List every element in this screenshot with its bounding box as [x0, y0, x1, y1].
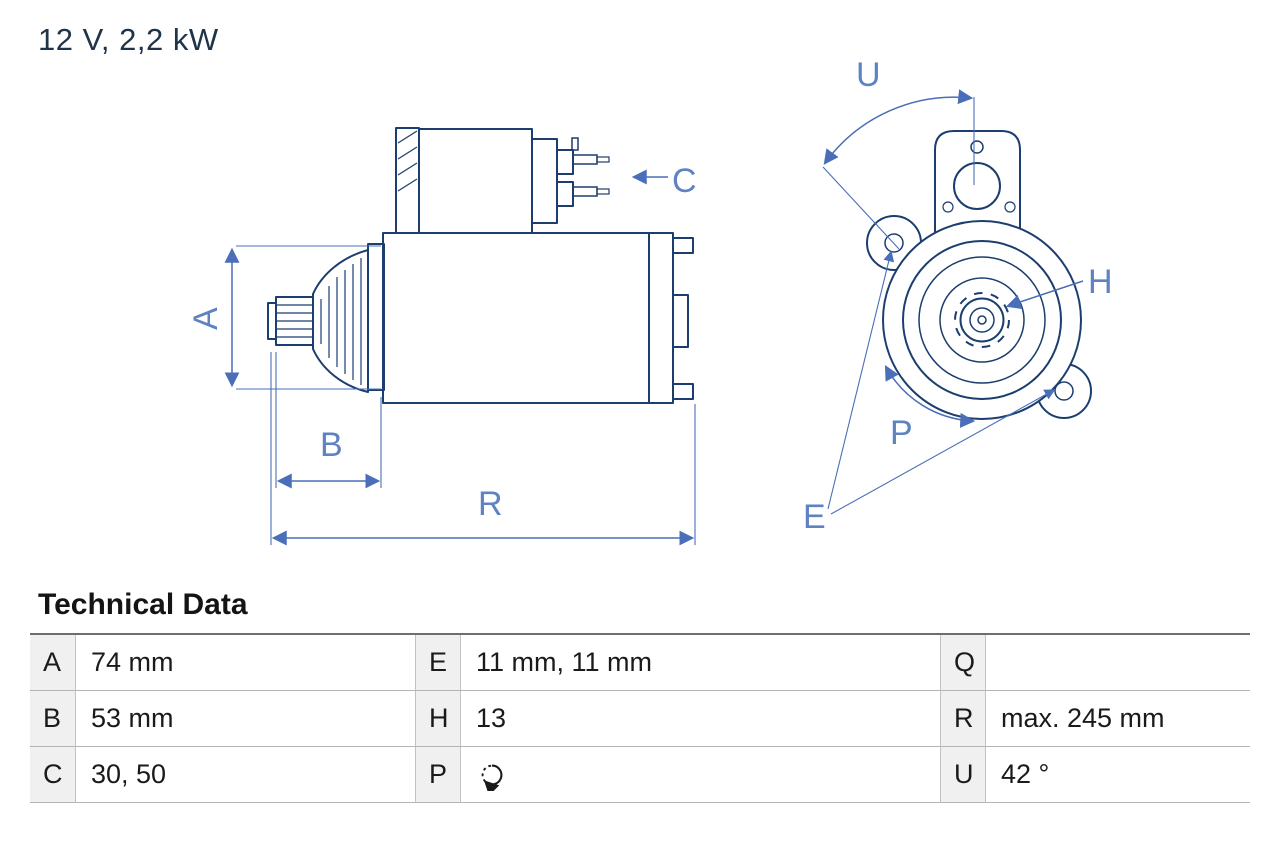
- motor-body: [382, 232, 694, 404]
- starter-motor-side-view: A B R C: [187, 127, 697, 546]
- tech-key-r: R: [940, 691, 985, 747]
- dimension-label-p: P: [890, 414, 913, 452]
- rotation-direction-icon: [481, 764, 503, 791]
- dimension-label-h: H: [1088, 263, 1113, 301]
- tower-opening: [953, 162, 1001, 210]
- tech-key-e: E: [415, 635, 460, 691]
- tech-value-b: 53 mm: [75, 691, 415, 747]
- dimension-h: H: [1005, 263, 1113, 310]
- solenoid-bracket-hatching: [397, 130, 418, 192]
- tech-value-e: 11 mm, 11 mm: [460, 635, 940, 691]
- dimension-c: C: [631, 162, 697, 200]
- dimension-e: E: [803, 250, 1056, 536]
- tech-key-q: Q: [940, 635, 985, 691]
- dimension-label-r: R: [478, 485, 503, 523]
- dimension-a: A: [187, 245, 381, 390]
- bolt-hole-left: [942, 201, 954, 213]
- tech-key-c: C: [30, 747, 75, 803]
- technical-data-table: A 74 mm E 11 mm, 11 mm Q B 53 mm H 13 R …: [30, 633, 1250, 803]
- bolt-hole-right: [1004, 201, 1016, 213]
- drive-end-housing: [312, 243, 385, 393]
- tech-key-u: U: [940, 747, 985, 803]
- starter-motor-technical-drawing: A B R C: [187, 56, 1113, 546]
- tech-key-b: B: [30, 691, 75, 747]
- pinion-gear-front: [954, 292, 1010, 348]
- dimension-label-a: A: [187, 307, 225, 330]
- drive-end-hatching: [320, 258, 362, 385]
- dimension-label-b: B: [320, 426, 343, 464]
- tech-key-p: P: [415, 747, 460, 803]
- solenoid: [395, 127, 610, 234]
- dimension-label-u: U: [856, 56, 881, 94]
- dimension-u: U: [822, 56, 975, 250]
- tech-value-u: 42 °: [985, 747, 1250, 803]
- tech-value-r: max. 245 mm: [985, 691, 1250, 747]
- page-title: 12 V, 2,2 kW: [38, 22, 219, 57]
- dimension-label-c: C: [672, 162, 697, 200]
- starter-motor-front-view: U H P E: [803, 56, 1113, 536]
- dimension-r: R: [270, 352, 696, 546]
- terminal-studs: [556, 149, 610, 207]
- technical-data-heading: Technical Data: [38, 588, 248, 621]
- tech-key-a: A: [30, 635, 75, 691]
- tech-key-h: H: [415, 691, 460, 747]
- tech-value-a: 74 mm: [75, 635, 415, 691]
- dimension-b: B: [275, 352, 382, 489]
- tech-value-q: [985, 635, 1250, 691]
- tech-value-p: [460, 747, 940, 803]
- pinion-gear: [267, 296, 314, 346]
- dimension-p: P: [884, 365, 976, 452]
- tech-value-c: 30, 50: [75, 747, 415, 803]
- dimension-label-e: E: [803, 498, 826, 536]
- tech-value-h: 13: [460, 691, 940, 747]
